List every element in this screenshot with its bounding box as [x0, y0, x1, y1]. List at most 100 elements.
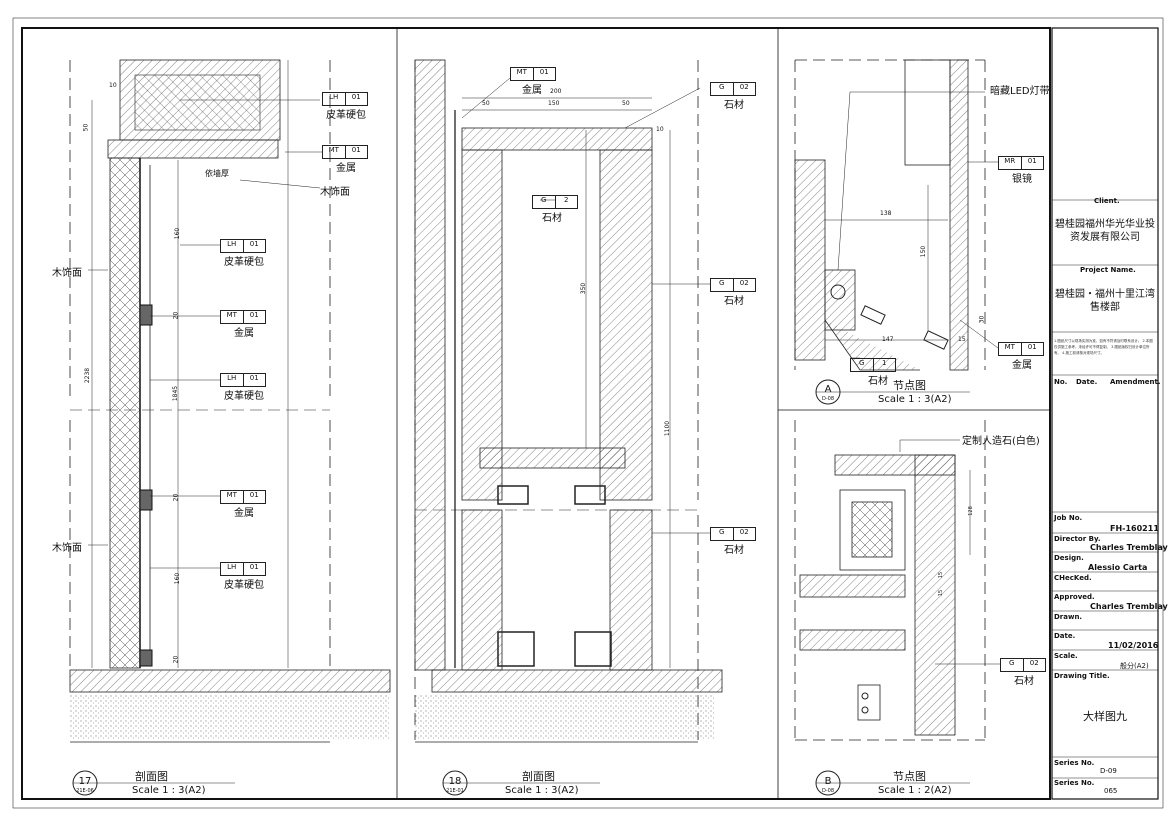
panel-A-marker — [815, 379, 970, 405]
tb-client-label: Client. — [1094, 197, 1120, 205]
dim-200: 200 — [550, 88, 562, 95]
dim-150: 150 — [548, 100, 560, 107]
dim-15-b: 15 — [938, 571, 945, 579]
dim-20: 20 — [172, 311, 180, 320]
note-custom-stone: 定制人造石(白色) — [962, 436, 1040, 447]
node-B-drawing — [794, 420, 1000, 741]
title-block-grid — [1052, 199, 1158, 779]
tb-approved-label: Approved. — [1054, 593, 1095, 601]
panel-17-title: 剖面图 — [135, 770, 168, 783]
note-wall-thickness: 依墙厚 — [205, 169, 229, 178]
tb-series2-label: Series No. — [1054, 779, 1095, 787]
panel-B-marker — [815, 770, 970, 796]
dim-20c: 20 — [172, 655, 180, 664]
label-wood-veneer-left-b: 木饰面 — [52, 543, 82, 554]
dim-128: 128 — [967, 506, 974, 516]
panel-17-number: 17 — [78, 776, 92, 787]
node-A-drawing — [794, 59, 999, 371]
tb-amend-date: Date. — [1076, 378, 1098, 386]
section-18-drawing — [414, 59, 723, 743]
tb-approved: Charles Tremblay — [1090, 602, 1168, 611]
panel-B-sheet-ref: D-08 — [821, 788, 835, 794]
dim-15-a: 15 — [958, 336, 966, 343]
panel-18-number: 18 — [448, 776, 462, 787]
label-wood-veneer-left-a: 木饰面 — [52, 268, 82, 279]
dim-147: 147 — [882, 336, 894, 343]
panel-18-sheet-ref: 21E-01 — [446, 788, 464, 794]
tb-drawing-title: 大样图九 — [1083, 710, 1127, 723]
tb-design-label: Design. — [1054, 554, 1084, 562]
dim-50b: 50 — [622, 100, 630, 107]
panel-17-sheet-ref: 21E-06 — [76, 788, 94, 794]
panel-B-title: 节点图 — [893, 770, 926, 783]
tb-director-label: Director By. — [1054, 535, 1101, 543]
dim-150-a: 150 — [920, 245, 928, 258]
tb-design: Alessio Carta — [1088, 563, 1148, 572]
tb-scale: 般分(A2) — [1120, 662, 1149, 670]
tb-director: Charles Tremblay — [1090, 543, 1168, 552]
tb-scale-label: Scale. — [1054, 652, 1078, 660]
tb-job-no-label: Job No. — [1054, 514, 1083, 522]
tb-series: D-09 — [1100, 767, 1117, 775]
panel-B-scale: Scale 1 : 2(A2) — [878, 785, 952, 796]
tb-notes: 1.图纸尺寸以现场实测为准，如有不符请及时联系设计。 2.本图仅供施工参考，未经… — [1054, 339, 1153, 355]
tb-series2: 065 — [1104, 787, 1118, 795]
dim-10b: 10 — [656, 126, 664, 133]
section-17-drawing — [69, 59, 391, 743]
tb-client: 碧桂园福州华光华业投资发展有限公司 — [1055, 219, 1155, 243]
tb-checked-label: CHecKed. — [1054, 574, 1092, 582]
note-led-strip: 暗藏LED灯带 — [990, 86, 1050, 97]
tb-job-no: FH-160211 — [1110, 524, 1159, 533]
dim-1845: 1845 — [172, 385, 180, 402]
tb-series-label: Series No. — [1054, 759, 1095, 767]
dim-30: 30 — [978, 315, 986, 324]
dim-2238: 2238 — [84, 367, 92, 384]
panel-17-marker — [72, 770, 235, 796]
label-wood-veneer-top: 木饰面 — [320, 187, 350, 198]
tb-date-label: Date. — [1054, 632, 1076, 640]
tb-project-label: Project Name. — [1080, 266, 1136, 274]
dim-15-c: 15 — [938, 589, 945, 597]
panel-18-scale: Scale 1 : 3(A2) — [505, 785, 579, 796]
dim-50: 50 — [82, 123, 90, 132]
dim-20b: 20 — [172, 493, 180, 502]
dim-160: 160 — [174, 227, 182, 240]
tb-amend-amendment: Amendment. — [1110, 378, 1161, 386]
tb-drawing-title-label: Drawing Title. — [1054, 672, 1110, 680]
dim-350: 350 — [580, 282, 588, 295]
dim-160b: 160 — [174, 572, 182, 585]
panel-17-scale: Scale 1 : 3(A2) — [132, 785, 206, 796]
panel-18-title: 剖面图 — [522, 770, 555, 783]
tb-amend-no: No. — [1054, 378, 1068, 386]
dim-50a: 50 — [482, 100, 490, 107]
panel-A-title: 节点图 — [893, 379, 926, 392]
panel-B-number: B — [824, 776, 832, 787]
panel-A-scale: Scale 1 : 3(A2) — [878, 394, 952, 405]
panel-A-sheet-ref: D-08 — [821, 396, 835, 402]
tb-drawn-label: Drawn. — [1054, 613, 1083, 621]
dim-138: 138 — [880, 210, 892, 217]
dim-10: 10 — [109, 82, 117, 89]
dim-1100: 1100 — [664, 420, 672, 437]
tb-project: 碧桂园・福州十里江湾售楼部 — [1055, 289, 1155, 313]
tb-date: 11/02/2016 — [1108, 641, 1159, 650]
panel-18-marker — [442, 770, 600, 796]
panel-A-number: A — [824, 384, 832, 395]
